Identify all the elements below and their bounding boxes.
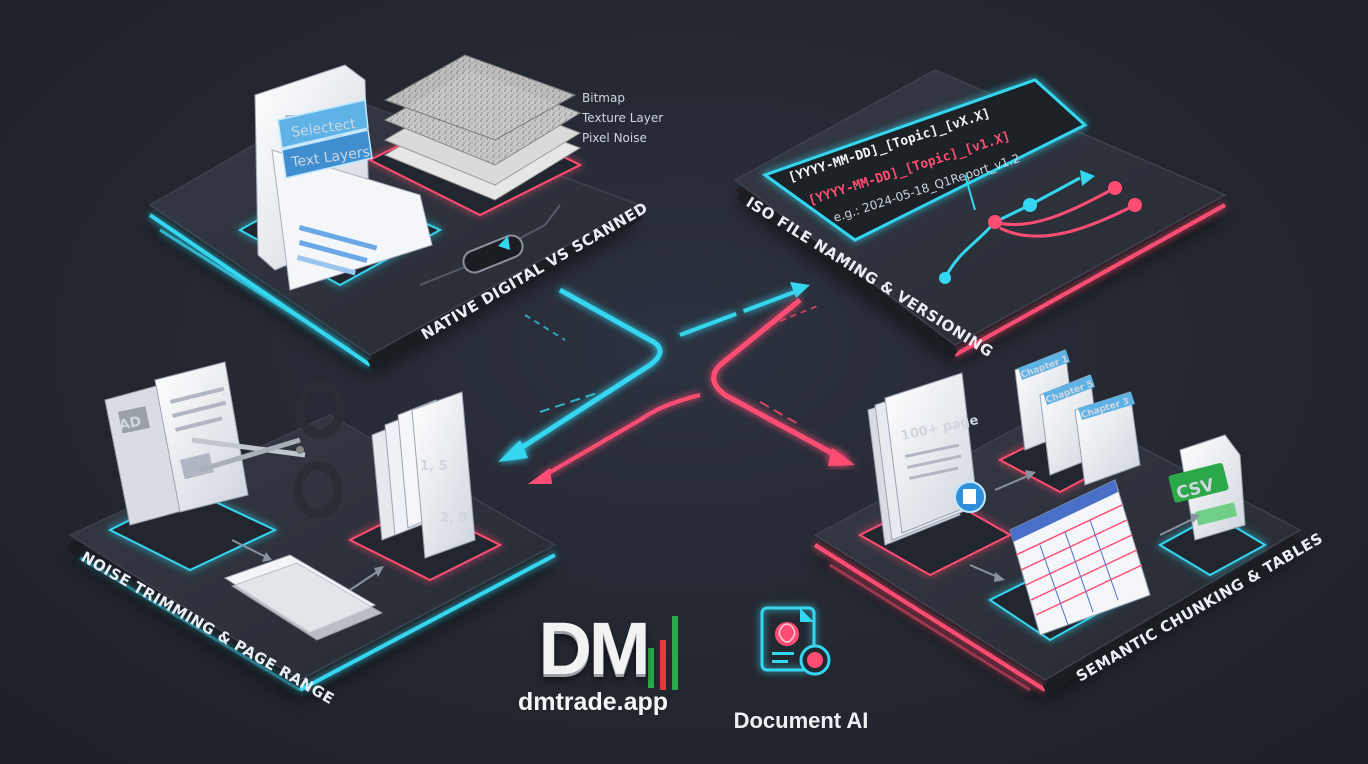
ad-tag: AD [118,414,143,434]
csv-file-icon: CSV [1168,434,1246,541]
layer-label-texture: Texture Layer [581,111,663,125]
panel-iso-naming: [YYYY-MM-DD]_[Topic]_[vX.X] [YYYY-MM-DD]… [733,69,1227,361]
panel-native-digital: Selectect Text Layers Bitmap Texture Lay… [148,54,663,370]
chapter-cards: Chapter 1 Chapter 5 Chapter 3 [1014,349,1141,486]
ad-documents: AD [104,361,249,526]
scissors-icon [191,381,345,519]
extracted-table [1009,479,1151,636]
page-label-2: 2, 5 [440,511,468,526]
layer-label-noise: Pixel Noise [582,131,647,145]
layer-label-bitmap: Bitmap [582,91,625,105]
page-label-1: 1, 5 [420,459,448,474]
tag-text-layers: Text Layers [281,129,373,179]
panel-noise-trimming: AD 1, 5 2, 5 NOISE TRIM [67,361,557,708]
brand-logo: DM [538,607,650,690]
panel-semantic-chunking: 100+ page Chapter 1 Chapter 5 Chapter 3 [813,349,1326,695]
brand-url[interactable]: dmtrade.app [517,688,669,716]
page-range-stack: 1, 5 2, 5 [371,391,476,559]
toggle-switch-icon [419,204,561,286]
version-branch-graph [939,170,1142,284]
document-ai-block: Document AI [716,708,886,734]
scanned-layer-stack [383,54,582,201]
brand-block: DM dmtrade.app [488,612,698,717]
flow-arrows [498,282,855,484]
hundred-page-document: 100+ page [867,372,986,546]
brain-document-icon [760,606,831,676]
logo-chart-bars [648,616,678,690]
document-ai-label: Document AI [733,708,869,733]
